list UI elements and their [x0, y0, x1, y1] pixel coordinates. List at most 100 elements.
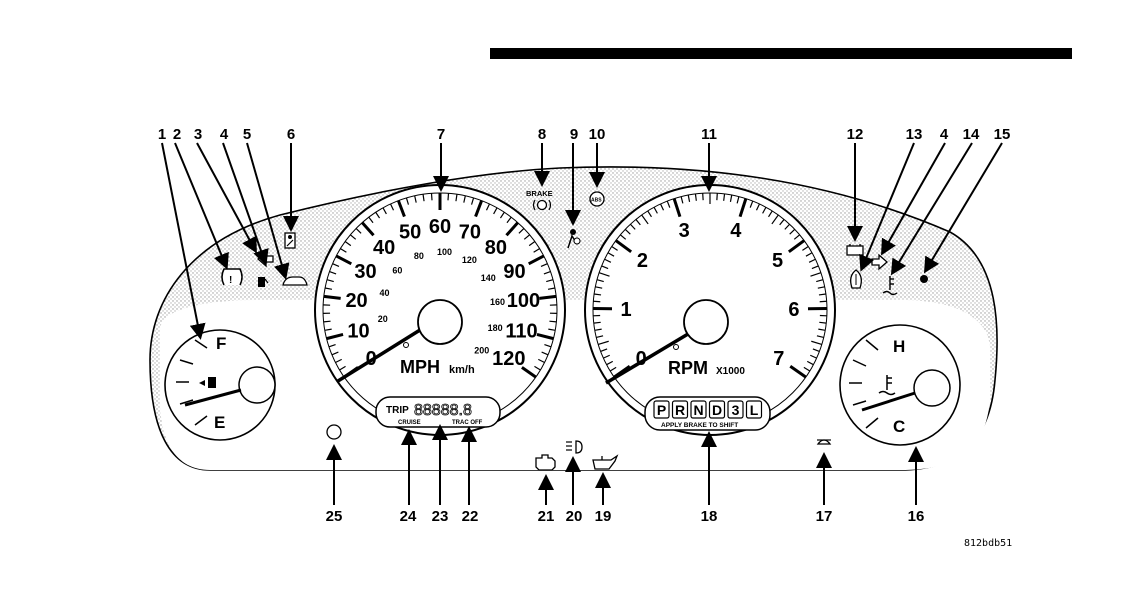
indicator-25-lamp: [327, 425, 341, 439]
odometer-display: TRIP 88888.8 CRUISE TRAC OFF: [376, 397, 500, 427]
seatbelt-icon: [285, 233, 295, 248]
callout-number: 13: [906, 126, 923, 143]
rear-fog-icon: [817, 440, 831, 444]
speedometer: 0102030405060708090100110120 20406080100…: [315, 185, 565, 435]
speedometer-mph-label: 40: [373, 237, 395, 259]
tire-pressure-icon: !: [222, 269, 242, 286]
tachometer-tick: [820, 301, 827, 302]
speedometer-mph-label: 90: [503, 261, 525, 283]
cruise-indicator-label: CRUISE: [398, 420, 421, 426]
callout-number: 21: [538, 508, 555, 525]
tachometer-label: 7: [773, 348, 784, 370]
callout-number: 19: [595, 508, 612, 525]
bottom-callout-numbers: 25 24 23 22 21 20 19 18 17 16: [326, 508, 925, 525]
callout-number: 16: [908, 508, 925, 525]
callout-number: 20: [566, 508, 583, 525]
trip-label: TRIP: [386, 405, 409, 416]
callout-number: 24: [400, 508, 417, 525]
fuel-full-label: F: [216, 334, 226, 353]
brake-warning-label: BRAKE: [526, 189, 553, 198]
speedometer-unit-label: MPH: [400, 357, 440, 377]
speedometer-kmh-label: 40: [379, 288, 389, 298]
callout-number: 1: [158, 126, 166, 143]
speedometer-mph-label: 120: [492, 348, 525, 370]
speedometer-mph-label: 110: [505, 321, 537, 343]
temp-cold-label: C: [893, 417, 905, 436]
callout-number: 22: [462, 508, 479, 525]
speedometer-mph-label: 80: [485, 237, 507, 259]
tachometer-tick: [819, 322, 826, 323]
callout-number: 4: [220, 126, 229, 143]
gear-letter: L: [750, 402, 759, 418]
callout-number: 3: [194, 126, 202, 143]
gear-display: PRND3L APPLY BRAKE TO SHIFT: [645, 397, 770, 430]
odometer-digits: 88888.8: [414, 402, 472, 419]
speedometer-tick: [324, 296, 341, 298]
tachometer-label: 1: [620, 299, 631, 321]
callout-number: 18: [701, 508, 718, 525]
callout-number: 5: [243, 126, 251, 143]
gear-letter: 3: [732, 402, 740, 418]
callout-number: 2: [173, 126, 181, 143]
callout-number: 7: [437, 126, 445, 143]
fuel-gauge: F E: [165, 330, 275, 440]
abs-icon: ABS: [590, 192, 604, 206]
tachometer-tick: [594, 322, 601, 323]
callout-number: 15: [994, 126, 1011, 143]
speedometer-mph-label: 10: [347, 321, 369, 343]
svg-text:!: !: [229, 275, 232, 286]
tachometer-label: 6: [788, 299, 799, 321]
temp-gauge: H C: [840, 325, 960, 445]
trac-off-indicator-label: TRAC OFF: [452, 420, 483, 426]
speedometer-kmh-label: 60: [392, 266, 402, 276]
callout-number: 9: [570, 126, 578, 143]
speedometer-mph-label: 20: [345, 290, 367, 312]
battery-icon: [847, 244, 863, 255]
callout-number: 10: [589, 126, 606, 143]
tachometer-label: 3: [679, 220, 690, 242]
speedometer-tick: [539, 296, 556, 298]
speedometer-mph-label: 50: [399, 221, 421, 243]
speedometer-kmh-label: 20: [378, 314, 388, 324]
callout-number: 23: [432, 508, 449, 525]
temp-hot-label: H: [893, 337, 905, 356]
speedometer-unit-sub-label: km/h: [449, 364, 475, 376]
speedometer-tick: [431, 193, 432, 200]
speedometer-mph-label: 70: [459, 221, 481, 243]
speedometer-mph-label: 30: [354, 261, 376, 283]
apply-brake-to-shift-label: APPLY BRAKE TO SHIFT: [661, 422, 738, 429]
speedometer-kmh-label: 100: [437, 247, 452, 257]
callout-number: 8: [538, 126, 546, 143]
fuel-empty-label: E: [214, 413, 225, 432]
vehicle-security-icon: [283, 277, 307, 285]
tachometer-label: 4: [730, 220, 742, 242]
callout-number: 12: [847, 126, 864, 143]
speedometer-tick: [448, 193, 449, 200]
gear-letter: D: [712, 402, 722, 418]
callout-number: 11: [701, 126, 717, 143]
callout-number: 25: [326, 508, 343, 525]
tachometer-label: 2: [637, 250, 648, 272]
speedometer-mph-label: 100: [507, 290, 540, 312]
speedometer-kmh-label: 160: [490, 297, 505, 307]
gear-letter: R: [675, 402, 685, 418]
figure-code: 812bdb51: [964, 538, 1012, 549]
callout-number: 17: [816, 508, 833, 525]
speedometer-tick: [324, 321, 331, 322]
tachometer-unit-multiplier: X1000: [716, 366, 745, 377]
tachometer-tick: [593, 301, 600, 302]
gear-letter: N: [693, 402, 703, 418]
speedometer-kmh-label: 80: [414, 251, 424, 261]
abs-label: ABS: [591, 198, 602, 204]
speedometer-kmh-label: 120: [462, 255, 477, 265]
speedometer-tick: [549, 321, 556, 322]
callout-number: 6: [287, 126, 295, 143]
indicator-15-dot: [920, 275, 928, 283]
speedometer-kmh-label: 140: [481, 273, 496, 283]
tachometer-unit-label: RPM: [668, 358, 708, 378]
speedometer-mph-label: 60: [429, 216, 451, 238]
callout-number: 14: [963, 126, 980, 143]
